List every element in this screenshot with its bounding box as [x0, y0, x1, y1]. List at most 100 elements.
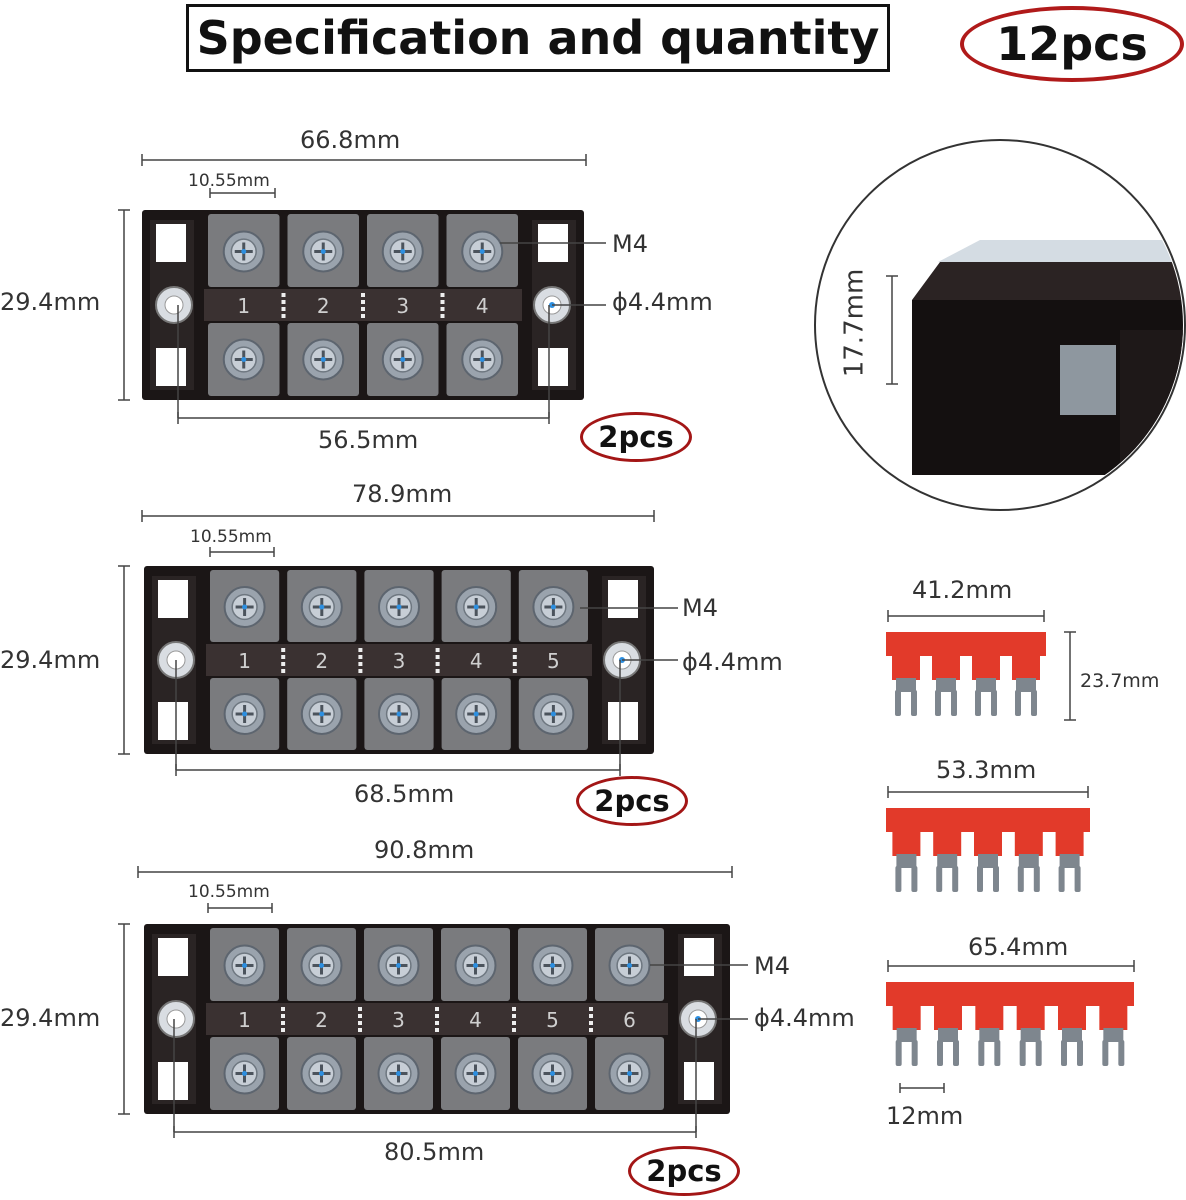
- terminal-number: 1: [237, 294, 250, 318]
- jumper-bar-2: [886, 808, 1090, 892]
- screw-top-3: [377, 944, 420, 987]
- mount-slot: [156, 348, 186, 386]
- jumper-leg: [932, 654, 960, 680]
- mount-slot: [156, 224, 186, 262]
- side-view: [814, 139, 1186, 511]
- jumper-fork: [1017, 854, 1040, 892]
- page-title: Specification and quantity: [186, 4, 890, 72]
- terminal-number: 4: [470, 649, 483, 673]
- block3-qty-badge: 2pcs: [628, 1146, 740, 1196]
- jumper-fork: [977, 854, 999, 892]
- screw-top-2: [302, 230, 345, 273]
- block1-hole-label: ϕ4.4mm: [612, 288, 713, 316]
- block1-width-dim: [141, 154, 587, 166]
- block2-qty-badge: 2pcs: [576, 776, 688, 826]
- terminal-number: 3: [392, 1008, 405, 1032]
- block2-width-dim: [141, 510, 655, 522]
- block2-height-dim: [118, 565, 130, 755]
- block3-pitch-dim: [207, 903, 273, 913]
- jumper-fork: [895, 1028, 918, 1066]
- block3-pitch-label: 10.55mm: [188, 882, 270, 902]
- screw-bottom-1: [223, 693, 266, 735]
- jumper-leg: [892, 654, 920, 680]
- jumper-fork: [978, 1028, 1001, 1066]
- block1-screw-label: M4: [612, 230, 648, 258]
- jumper-leg: [975, 1004, 1004, 1030]
- block1-height-dim: [118, 209, 130, 401]
- jumper-bar-3: [886, 982, 1134, 1066]
- jumper-leg: [1058, 1004, 1086, 1030]
- jumper-leg: [1099, 1004, 1128, 1030]
- screw-top-2: [300, 944, 343, 987]
- jumper-fork: [937, 1028, 959, 1066]
- jumper-fork: [895, 854, 918, 892]
- block1-height-label: 29.4mm: [0, 288, 101, 316]
- jumper3-pitch-dim: [899, 1083, 945, 1093]
- block1-width-label: 66.8mm: [300, 126, 401, 154]
- mount-slot: [158, 938, 188, 976]
- terminal-number: 5: [546, 1008, 559, 1032]
- jumper-leg: [972, 654, 1000, 680]
- jumper-leg: [934, 1004, 962, 1030]
- screw-top-4: [454, 944, 497, 987]
- block2-height-label: 29.4mm: [0, 646, 101, 674]
- jumper3-width-label: 65.4mm: [968, 933, 1069, 961]
- jumper2-width-dim: [887, 786, 1089, 798]
- screw-top-3: [381, 230, 424, 273]
- jumper-leg: [933, 830, 962, 856]
- block2-screw-label: M4: [682, 594, 718, 622]
- screw-bottom-2: [300, 1052, 343, 1095]
- jumper1-height-dim: [1064, 631, 1076, 721]
- jumper-fork: [975, 678, 997, 716]
- terminal-number: 3: [393, 649, 406, 673]
- jumper-fork: [1058, 854, 1081, 892]
- terminal-number: 6: [623, 1008, 636, 1032]
- screw-top-1: [223, 586, 266, 628]
- mount-slot: [684, 938, 714, 976]
- block1-spacing-label: 56.5mm: [318, 426, 419, 454]
- terminal-number: 2: [315, 1008, 328, 1032]
- screw-bottom-4: [454, 1052, 497, 1095]
- jumper-leg: [1016, 1004, 1045, 1030]
- jumper-leg: [892, 830, 921, 856]
- side-height-dim: [886, 275, 898, 385]
- jumper-fork: [1015, 678, 1037, 716]
- block3-width-dim: [137, 866, 733, 878]
- screw-top-3: [378, 586, 420, 628]
- block3-hole-label: ϕ4.4mm: [754, 1004, 855, 1032]
- block1-pitch-label: 10.55mm: [188, 171, 270, 191]
- block3-spacing-label: 80.5mm: [384, 1138, 485, 1166]
- side-screw: [1060, 345, 1116, 415]
- screw-bottom-2: [302, 338, 345, 381]
- terminal-number: 2: [317, 294, 330, 318]
- screw-bottom-2: [300, 693, 343, 735]
- block2-pitch-dim: [209, 547, 275, 557]
- jumper-leg: [974, 830, 1002, 856]
- block1-qty-badge: 2pcs: [580, 412, 692, 462]
- block3-screw-label: M4: [754, 952, 790, 980]
- screw-top-6: [608, 944, 651, 987]
- screw-bottom-3: [377, 1052, 420, 1095]
- jumper-leg: [1055, 830, 1084, 856]
- jumper-leg: [1012, 654, 1040, 680]
- screw-bottom-1: [223, 1052, 266, 1095]
- block3-height-dim: [118, 923, 130, 1115]
- screw-top-4: [461, 230, 504, 273]
- block1-spacing-dim: [177, 412, 550, 424]
- block1-pitch-dim: [209, 188, 276, 198]
- mount-slot: [684, 1062, 714, 1100]
- side-height-label: 17.7mm: [839, 268, 870, 378]
- mount-slot: [608, 580, 638, 618]
- jumper-fork: [1061, 1028, 1083, 1066]
- jumper-top: [886, 632, 1046, 656]
- screw-bottom-6: [608, 1052, 651, 1095]
- block2-hole-label: ϕ4.4mm: [682, 648, 783, 676]
- mount-slot: [158, 580, 188, 618]
- jumper1-width-label: 41.2mm: [912, 576, 1013, 604]
- jumper-fork: [1102, 1028, 1125, 1066]
- jumper-fork: [895, 678, 917, 716]
- block3-spacing-dim: [173, 1126, 697, 1138]
- terminal-number: 3: [396, 294, 409, 318]
